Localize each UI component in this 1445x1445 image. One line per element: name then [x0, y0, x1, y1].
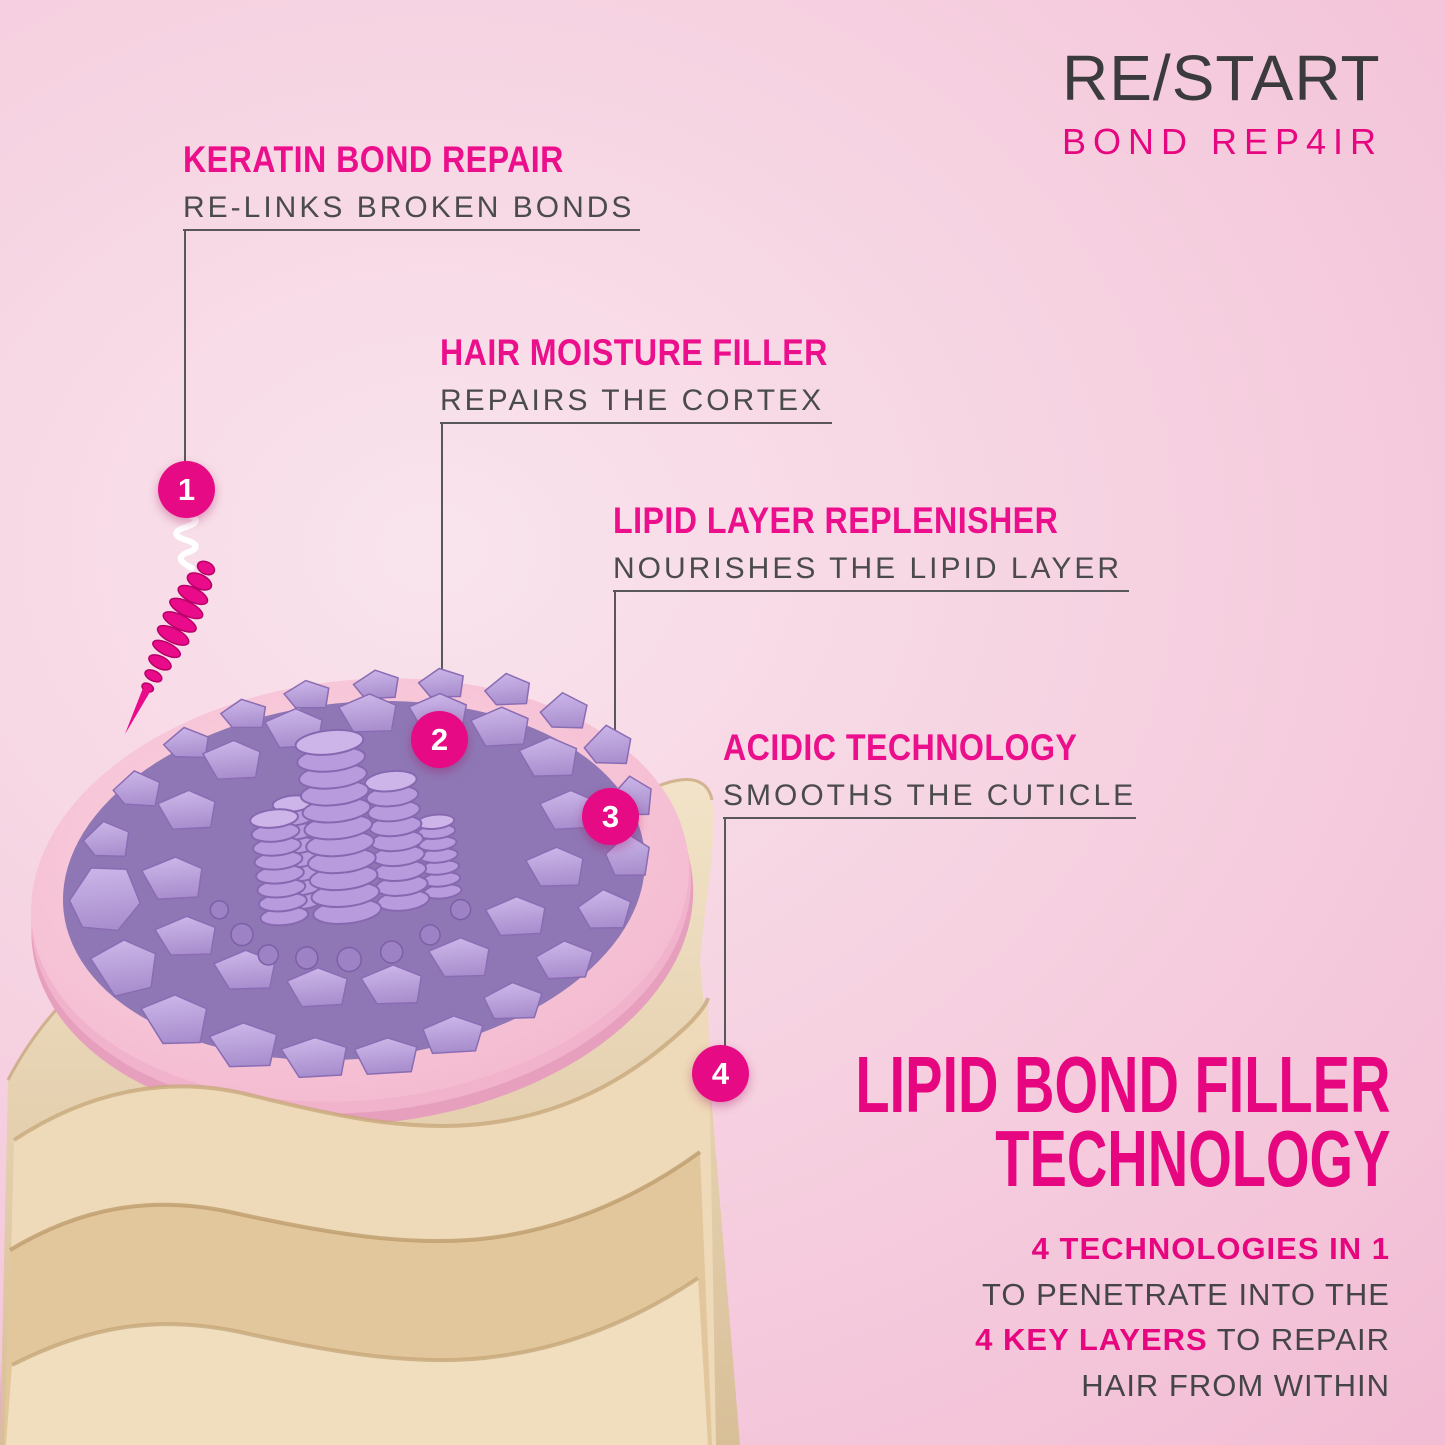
callout-1-hline — [183, 229, 640, 231]
marker-1: 1 — [158, 461, 215, 518]
marker-4: 4 — [692, 1045, 749, 1102]
bond-applicator — [124, 560, 216, 735]
cuticle-layers — [4, 997, 716, 1445]
technology-description: 4 TECHNOLOGIES IN 1 TO PENETRATE INTO TH… — [975, 1226, 1390, 1408]
macrofibril-bundles — [249, 728, 463, 927]
callout-1-title: KERATIN BOND REPAIR — [183, 139, 564, 180]
callout-3-title: LIPID LAYER REPLENISHER — [613, 500, 1059, 541]
callout-4-title: ACIDIC TECHNOLOGY — [723, 727, 1078, 768]
callout-2-title: HAIR MOISTURE FILLER — [440, 332, 828, 373]
fibril-ends — [209, 898, 472, 973]
callout-3-hline — [613, 590, 1129, 592]
description-line4: HAIR FROM WITHIN — [1081, 1367, 1390, 1403]
marker-3: 3 — [582, 788, 639, 845]
callout-4-hline — [723, 817, 1136, 819]
callout-hair-moisture-filler: HAIR MOISTURE FILLER REPAIRS THE CORTEX — [440, 332, 886, 417]
marker-2: 2 — [411, 711, 468, 768]
callout-3-subtitle: NOURISHES THE LIPID LAYER — [613, 551, 1123, 585]
callout-4-subtitle: SMOOTHS THE CUTICLE — [723, 778, 1137, 812]
membrane-and-cortex — [31, 667, 694, 1126]
callout-1-subtitle: RE-LINKS BROKEN BONDS — [183, 190, 635, 224]
description-line1: 4 TECHNOLOGIES IN 1 — [1031, 1231, 1390, 1266]
callout-1-vline — [184, 229, 186, 463]
callout-lipid-layer-replenisher: LIPID LAYER REPLENISHER NOURISHES THE LI… — [613, 500, 1125, 585]
description-line2: TO PENETRATE INTO THE — [982, 1276, 1390, 1312]
callout-4-vline — [724, 817, 726, 1047]
brand-logo: RE/START — [1062, 42, 1381, 114]
description-line3-accent: 4 KEY LAYERS — [975, 1322, 1208, 1358]
spring-coil — [173, 511, 199, 571]
description-line3: 4 KEY LAYERS TO REPAIR — [975, 1317, 1390, 1363]
technology-title-line1: LIPID BOND FILLER — [854, 1040, 1390, 1129]
callout-3-vline — [614, 590, 616, 790]
brand-block: RE/START BOND REP4IR — [1062, 46, 1402, 160]
hair-strand-illustration — [0, 511, 740, 1445]
product-name: BOND REP4IR — [1062, 121, 1384, 162]
callout-2-vline — [441, 422, 443, 713]
technology-title-line2: TECHNOLOGY — [994, 1114, 1390, 1204]
callout-keratin-bond-repair: KERATIN BOND REPAIR RE-LINKS BROKEN BOND… — [183, 139, 635, 224]
description-line3-rest: TO REPAIR — [1207, 1322, 1390, 1358]
callout-2-subtitle: REPAIRS THE CORTEX — [440, 383, 825, 417]
technology-title: LIPID BOND FILLER TECHNOLOGY — [854, 1040, 1390, 1204]
callout-acidic-technology: ACIDIC TECHNOLOGY SMOOTHS THE CUTICLE — [723, 727, 1137, 812]
callout-2-hline — [440, 422, 832, 424]
